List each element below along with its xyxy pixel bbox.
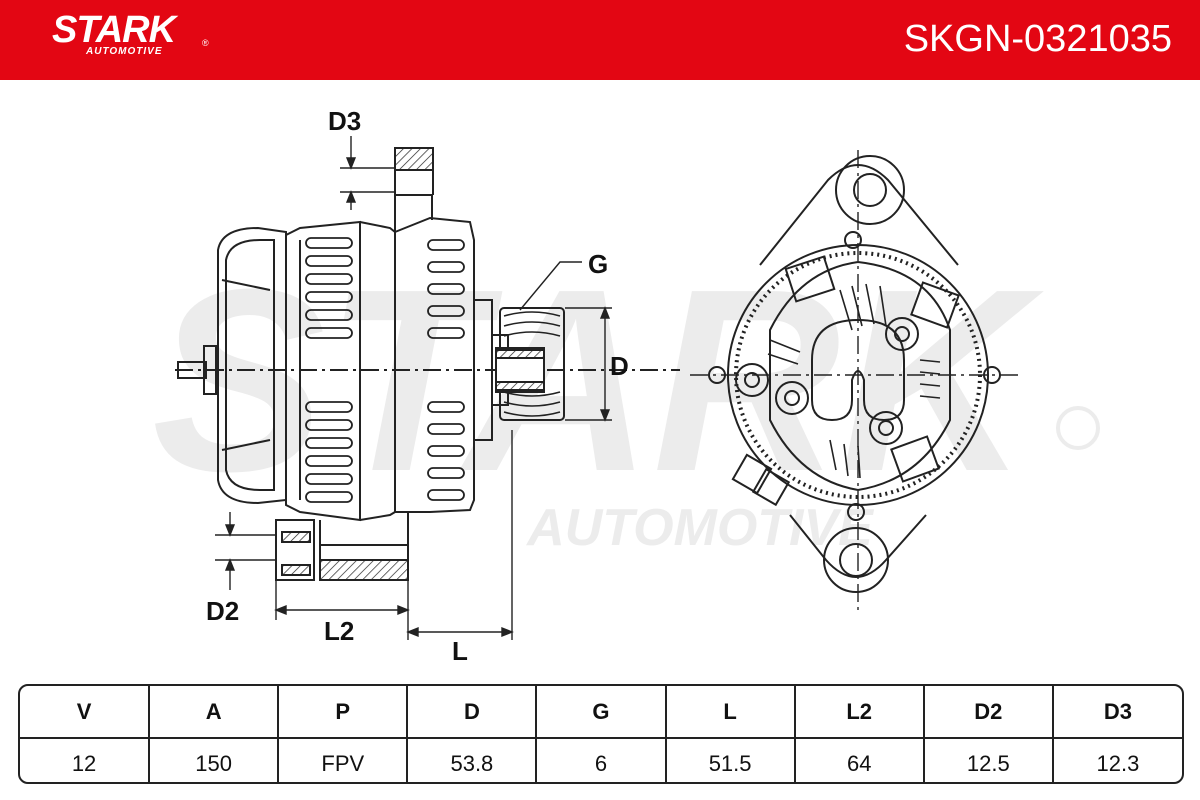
spec-value: 150 [148,738,279,782]
label-l: L [452,636,468,666]
spec-value: 6 [535,738,666,782]
spec-value: 12 [71,750,97,776]
specs-header-row: V A P D G L L2 D2 D3 [20,686,1182,739]
spec-header: D2 [922,686,1053,739]
watermark-registered-icon [1056,406,1100,450]
spec-header: P [277,686,408,739]
watermark-main: STARK [152,236,1048,526]
alternator-side-view [175,147,680,581]
spec-header: A [148,686,279,739]
label-d2: D2 [206,596,239,626]
header-bar: STARK AUTOMOTIVE ® SKGN-0321035 [0,0,1200,80]
watermark: STARK AUTOMOTIVE [152,236,1100,557]
logo-registered: ® [202,38,209,48]
spec-value: 51.5 [664,738,795,782]
part-number: SKGN-0321035 [903,18,1172,60]
specs-value-row: 12 150 FPV 53.8 6 51.5 64 12.5 12.3 [20,738,1182,782]
dimension-lines [215,136,612,640]
spec-value: FPV [277,738,408,782]
spec-value: 64 [793,738,924,782]
spec-value: 53.8 [406,738,537,782]
spec-header: D3 [1051,686,1182,739]
watermark-sub: AUTOMOTIVE [525,499,874,557]
label-g: G [588,249,608,279]
spec-header: D [406,686,537,739]
alternator-drawing: STARK AUTOMOTIVE [152,106,1100,666]
spec-header: L [664,686,795,739]
stark-logo[interactable]: STARK AUTOMOTIVE ® [52,9,209,57]
spec-value: 12.5 [922,738,1053,782]
label-d: D [610,351,629,381]
logo-text: STARK [52,9,176,51]
label-l2: L2 [324,616,354,646]
spec-header: L2 [793,686,924,739]
alternator-rear-view [690,150,1022,615]
spec-value: 12.3 [1051,738,1182,782]
logo-subtext: AUTOMOTIVE [86,46,163,57]
spec-header: G [535,686,666,739]
spec-header: V [20,686,150,739]
specs-table: V A P D G L L2 D2 D3 12 150 FPV 53.8 6 5… [18,684,1184,784]
label-d3: D3 [328,106,361,136]
